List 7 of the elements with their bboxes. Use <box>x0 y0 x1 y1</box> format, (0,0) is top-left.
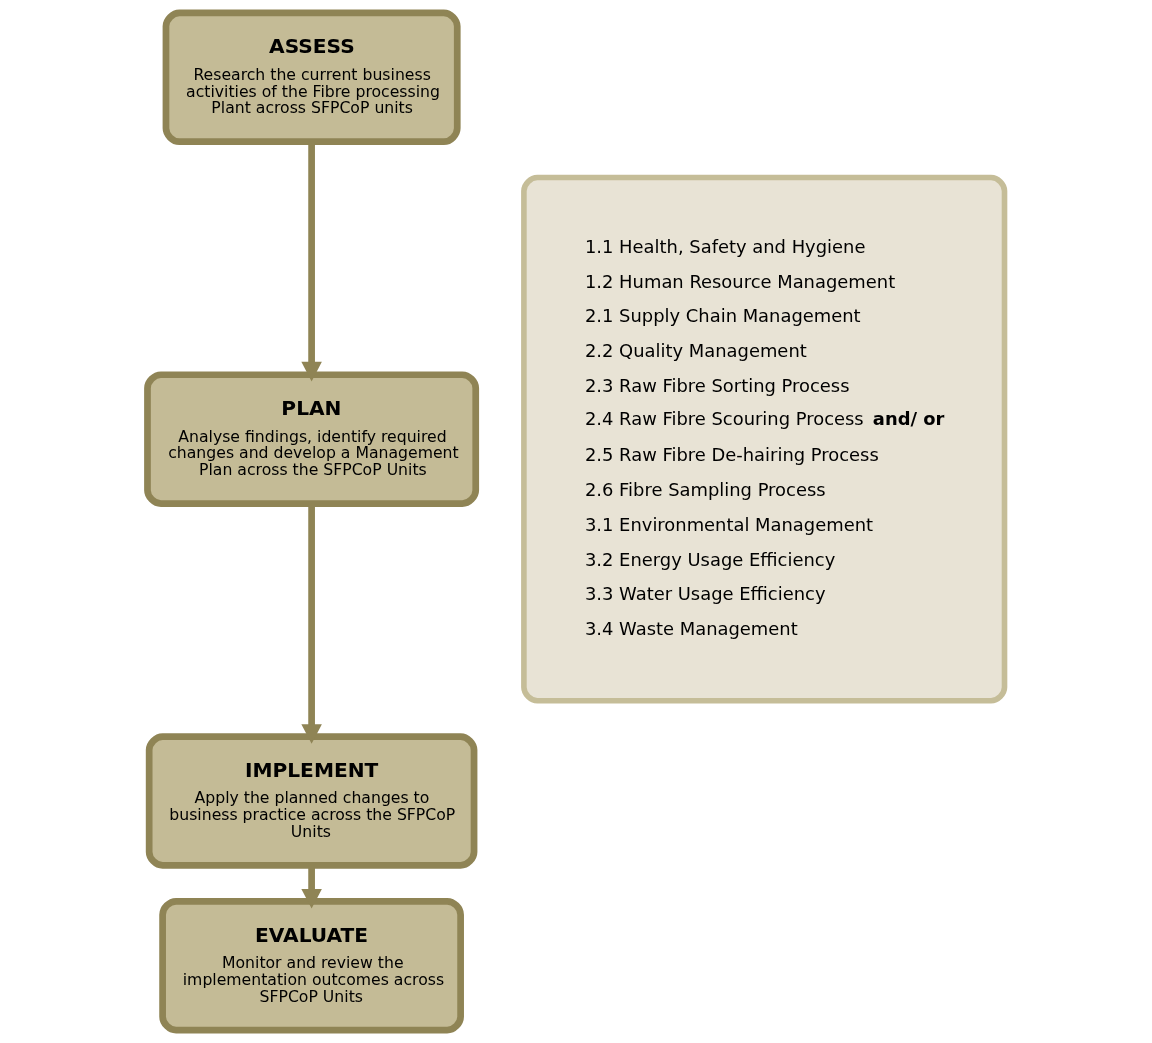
arrow <box>301 865 322 909</box>
node-box: IMPLEMENT Apply the planned changes to business practice across the SFPCoP Units <box>145 733 478 869</box>
node-box: PLAN Analyse findings, identify required changes and develop a Management Plan across the SFPCoP Units <box>144 371 480 507</box>
arrow <box>301 504 322 744</box>
node-box: EVALUATE Monitor and review the implementation outcomes across SFPCoP Units <box>159 897 464 1034</box>
node-box: 1.1 Health, Safety and Hygiene 1.2 Human Resource Management 2.1 Supply Chain Management 2.2 Quality Management 2.3 Raw Fibre Sorting Process 2.4 Raw Fibre Scouring Process and/ or 2.5 Raw Fibre De-hairing Process 2.6 Fibre Sampling Process 3.1 Environmental Management 3.2 Energy Usage Efficiency 3.3 Water Usage Efficiency 3.4 Waste Management <box>521 174 1008 704</box>
node-box: ASSESS Research the current business activities of the Fibre processing Plant across SFPCoP units <box>162 9 461 146</box>
